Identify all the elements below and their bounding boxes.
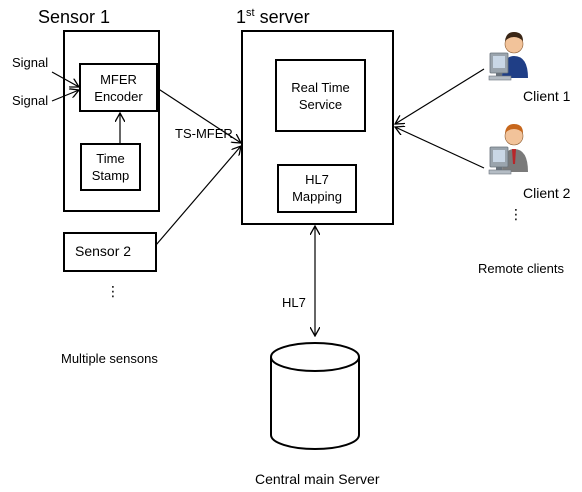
sensor1-title: Sensor 1 (38, 7, 111, 27)
timestamp-box (80, 143, 141, 191)
ts-mfer-label: TS-MFER (175, 126, 233, 141)
hl7-mapping-line2: Mapping (292, 189, 342, 204)
mfer-encoder-label: MFER Encoder (80, 71, 157, 105)
server1-title-text: server (254, 7, 310, 27)
mfer-encoder-line2: Encoder (94, 89, 143, 104)
hl7-mapping-box (277, 164, 357, 213)
central-server-label: Central main Server (255, 471, 380, 487)
timestamp-line1: Time (96, 151, 125, 166)
signal-arrow-1 (51, 71, 79, 87)
clients-caption: Remote clients (478, 261, 564, 276)
hl7-mapping-line1: HL7 (305, 172, 329, 187)
sensors-caption: Multiple sensons (61, 351, 158, 366)
server1-title-number: 1 (236, 7, 247, 27)
realtime-line1: Real Time (291, 80, 350, 95)
hl7-mapping-label: HL7 Mapping (278, 171, 356, 205)
sensor2-label: Sensor 2 (75, 243, 132, 259)
sensor2-box (63, 232, 157, 272)
client1-to-server-arrow (395, 68, 485, 124)
central-server-cylinder (270, 342, 360, 450)
signal-label-2: Signal (12, 93, 49, 108)
signal-arrow-2 (51, 90, 79, 102)
hl7-link-label: HL7 (282, 295, 306, 310)
client1-label: Client 1 (523, 88, 571, 104)
timestamp-label: Time Stamp (81, 150, 140, 184)
sensor2-to-server-arrow (155, 146, 241, 246)
realtime-service-box (275, 59, 366, 132)
server1-title: 1st server (236, 7, 310, 27)
mfer-encoder-line1: MFER (100, 72, 137, 87)
client2-to-server-arrow (395, 127, 485, 169)
encoder-to-server-arrow (156, 87, 241, 143)
sensor-ellipsis: ⋮ (106, 283, 120, 299)
client2-label: Client 2 (523, 185, 571, 201)
client2-person-computer-icon (488, 124, 528, 175)
realtime-line2: Service (298, 97, 343, 112)
server1-box (241, 30, 394, 225)
server1-title-suffix: st (246, 7, 255, 19)
realtime-service-label: Real Time Service (276, 79, 365, 113)
timestamp-line2: Stamp (91, 168, 130, 183)
client-ellipsis: ⋮ (509, 206, 523, 222)
client1-person-computer-icon (488, 32, 528, 81)
sensor1-box (63, 30, 160, 212)
signal-label-1: Signal (12, 55, 49, 70)
